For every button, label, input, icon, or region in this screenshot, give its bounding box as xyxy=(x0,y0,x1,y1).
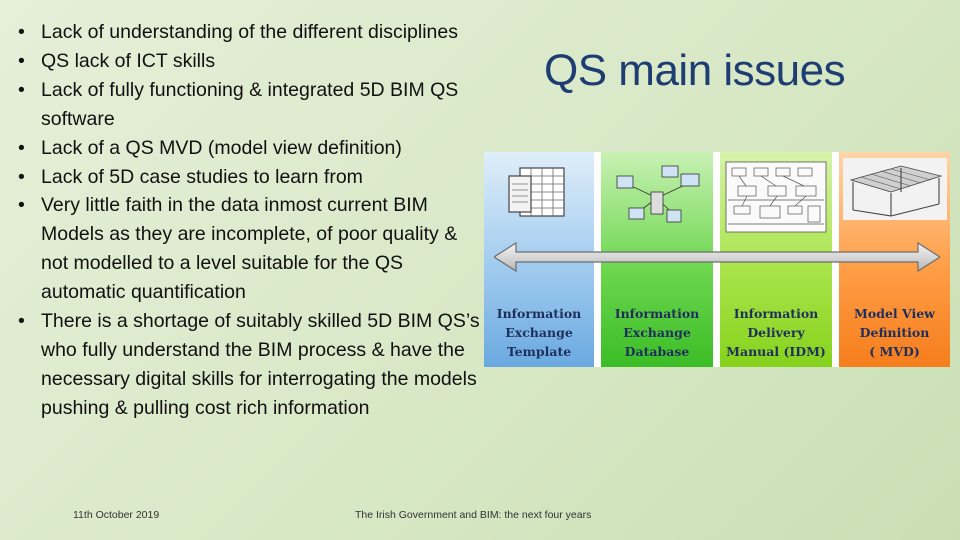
footer-date: 11th October 2019 xyxy=(73,509,160,521)
bim-standards-diagram: Information Exchange Template Informatio… xyxy=(484,152,950,367)
spreadsheet-icon xyxy=(508,167,565,217)
bullet-item: There is a shortage of suitably skilled … xyxy=(18,307,486,423)
panel-label: Information Exchange Template xyxy=(496,306,582,359)
panel-label: Model View Definition ( MVD) xyxy=(854,306,935,359)
double-headed-arrow-icon xyxy=(494,241,940,273)
bullet-item: Lack of 5D case studies to learn from xyxy=(18,163,486,192)
bullet-item: Very little faith in the data inmost cur… xyxy=(18,191,486,307)
computer-network-icon xyxy=(616,165,700,223)
panel-label: Information Exchange Database xyxy=(614,306,700,359)
bullet-item: Lack of understanding of the different d… xyxy=(18,18,486,47)
slide-title: QS main issues xyxy=(544,46,846,95)
bullet-item: QS lack of ICT skills xyxy=(18,47,486,76)
panel-label: Information Delivery Manual (IDM) xyxy=(726,306,826,359)
footer-presentation-title: The Irish Government and BIM: the next f… xyxy=(355,509,592,521)
process-flowchart-icon xyxy=(725,161,827,233)
building-model-icon xyxy=(843,158,947,220)
bullet-item: Lack of fully functioning & integrated 5… xyxy=(18,76,486,134)
issues-bullet-list: Lack of understanding of the different d… xyxy=(18,18,486,423)
bullet-item: Lack of a QS MVD (model view definition) xyxy=(18,134,486,163)
